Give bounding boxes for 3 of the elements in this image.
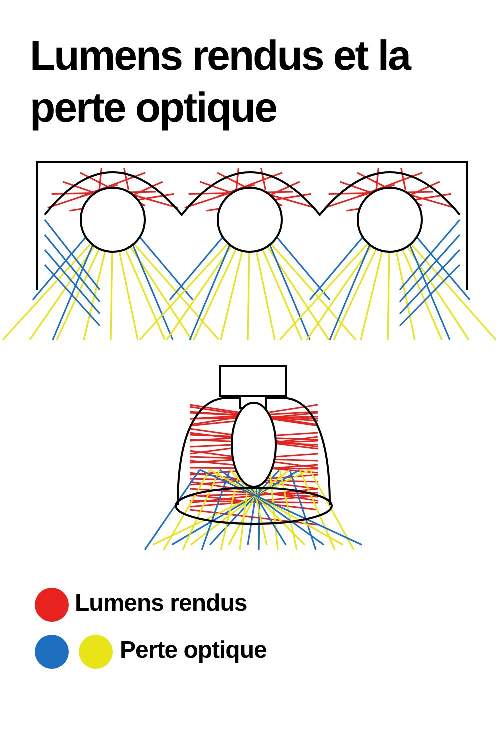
legend-label: Lumens rendus	[75, 590, 248, 618]
legend-label: Perte optique	[120, 637, 267, 665]
title: Lumens rendus et la perte optique	[30, 31, 412, 133]
